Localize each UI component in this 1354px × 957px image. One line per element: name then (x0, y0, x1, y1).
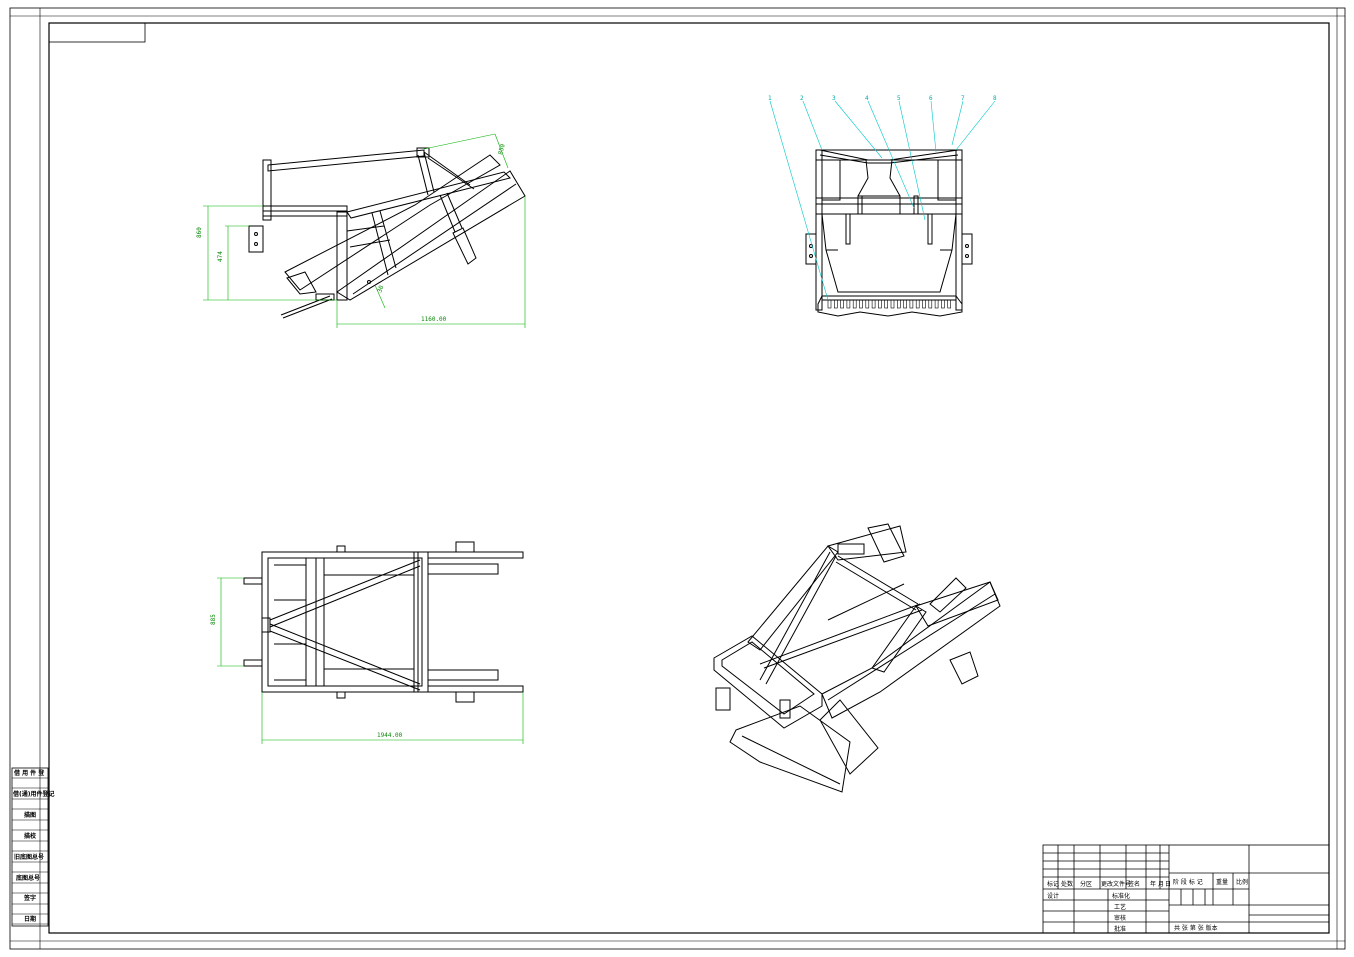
tine (915, 299, 920, 309)
tb-stage-2: 比例 (1236, 878, 1248, 886)
side-table: 借 用 件 登 借(通)用件登记 描图 描校 旧底图总号 底图总号 签字 日期 (11, 767, 55, 927)
top-view-dims (217, 577, 524, 744)
tb-left-2: 工艺 (1114, 903, 1126, 911)
side-label-0: 借 用 件 登 (13, 769, 45, 777)
tine (846, 299, 851, 309)
side-view-leaders (769, 100, 996, 301)
tine (827, 299, 832, 309)
tb-stage-0: 阶 段 标 记 (1173, 878, 1203, 886)
dim-height-top: 885 (210, 614, 217, 625)
dim-height-total: 860 (196, 227, 203, 238)
isometric-view (713, 523, 1001, 793)
code-box (48, 22, 146, 43)
tb-left-4: 批准 (1114, 925, 1126, 933)
title-block-labels: 标记 处数 分区 更改文件号 签名 年 月 日 设计 标准化 工艺 审核 批准 … (1047, 878, 1248, 933)
side-label-3: 描校 (24, 832, 37, 840)
side-label-4: 旧底图总号 (14, 853, 44, 861)
front-view (248, 147, 526, 319)
tine (941, 299, 945, 309)
balloon-8: 8 (993, 95, 997, 102)
tb-sheet: 共 张 第 张 版本 (1174, 924, 1218, 932)
tine (890, 299, 895, 309)
tine (928, 299, 933, 309)
tine (852, 299, 857, 309)
margin-ticks (10, 8, 1345, 949)
dim-angle: 30 (376, 284, 385, 294)
balloon-1: 1 (768, 95, 772, 102)
tine (909, 299, 914, 309)
tine (833, 299, 838, 309)
balloon-7: 7 (961, 95, 965, 102)
tine (871, 299, 876, 309)
side-label-7: 日期 (24, 915, 36, 923)
tine (859, 299, 863, 309)
tb-left-3: 审核 (1114, 914, 1126, 922)
tb-left-0: 设计 (1047, 892, 1059, 900)
outer-border (9, 7, 1346, 950)
inner-border (48, 22, 1330, 934)
top-view (243, 541, 524, 703)
tb-left-1: 标准化 (1112, 892, 1130, 900)
dim-width-top: 1944.00 (377, 732, 403, 739)
tine (934, 299, 939, 309)
title-block (1042, 844, 1330, 934)
tb-stage-1: 重量 (1216, 878, 1228, 886)
dim-height-mid: 474 (217, 251, 224, 262)
tb-row-1: 处数 (1061, 880, 1073, 888)
dim-width-front: 1160.00 (421, 316, 447, 323)
balloon-3: 3 (832, 95, 836, 102)
side-view-tines (827, 299, 952, 309)
tine (878, 299, 882, 309)
tb-row-4: 签名 (1128, 880, 1140, 888)
dim-slot: 850 (497, 143, 507, 156)
side-label-1: 借(通)用件登记 (12, 790, 55, 798)
tb-row-7: 日 (1165, 881, 1171, 888)
tb-row-0: 标记 (1047, 880, 1059, 888)
tine (884, 299, 889, 309)
tine (840, 299, 844, 309)
side-label-5: 底图总号 (16, 874, 40, 882)
tine (865, 299, 870, 309)
tb-row-2: 分区 (1080, 880, 1092, 888)
tb-row-5: 年 (1150, 880, 1156, 888)
tine (896, 299, 901, 309)
balloon-6: 6 (929, 95, 933, 102)
side-label-2: 描图 (24, 811, 36, 819)
tine (947, 299, 952, 309)
balloon-4: 4 (865, 95, 869, 102)
tb-row-3: 更改文件号 (1101, 880, 1131, 888)
side-label-6: 签字 (23, 894, 36, 902)
balloon-5: 5 (897, 95, 901, 102)
tine (922, 299, 926, 309)
side-view (805, 149, 973, 317)
front-view-dims (203, 133, 526, 328)
tb-row-6: 月 (1158, 881, 1164, 888)
balloon-2: 2 (800, 95, 804, 102)
tine (903, 299, 907, 309)
